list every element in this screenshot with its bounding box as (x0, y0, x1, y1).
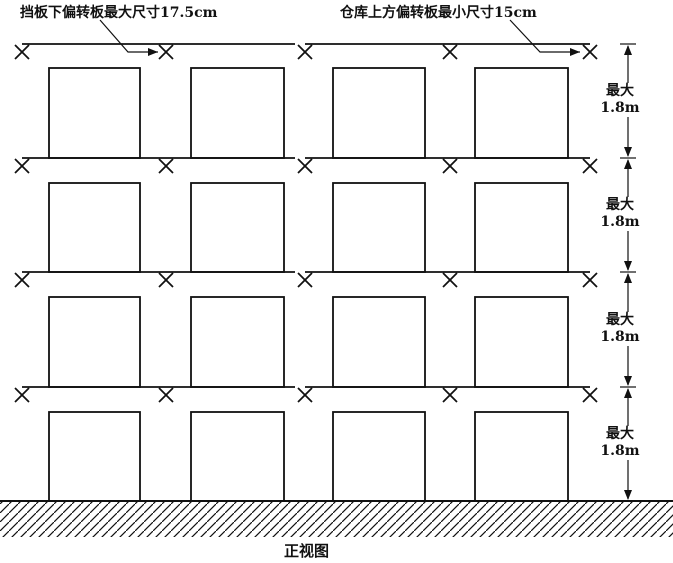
deflector-x-2-2-stroke-b (158, 158, 174, 174)
deflector-x-4-3 (297, 387, 313, 403)
deflector-x-4-5 (582, 387, 598, 403)
deflector-x-1-1 (14, 44, 30, 60)
deflector-x-2-4 (442, 158, 458, 174)
tier-height-label-line2: 1.8m (600, 100, 640, 116)
box-4-4 (474, 411, 569, 502)
box-4-2 (190, 411, 285, 502)
deflector-x-4-1 (14, 387, 30, 403)
deflector-x-3-3 (297, 272, 313, 288)
deflector-x-1-3-stroke-b (297, 44, 313, 60)
dim-arrow-down-2 (624, 261, 632, 271)
deflector-x-2-2 (158, 158, 174, 174)
deflector-x-3-3-stroke-b (297, 272, 313, 288)
box-2-1 (48, 182, 141, 273)
dim-arrow-down-1 (624, 147, 632, 157)
box-4-3 (332, 411, 426, 502)
deflector-x-3-1 (14, 272, 30, 288)
deflector-x-3-2-stroke-b (158, 272, 174, 288)
deflector-x-4-3-stroke-b (297, 387, 313, 403)
tier-height-label-line1: 最大 (606, 197, 634, 213)
tier-height-label-line2: 1.8m (600, 328, 640, 345)
box-3-4 (474, 296, 569, 388)
box-3-2 (190, 296, 285, 388)
box-1-3 (332, 67, 426, 159)
deflector-x-2-5-stroke-b (582, 158, 598, 174)
leader-baffle-arrow (148, 48, 158, 56)
deflector-x-4-2-stroke-b (158, 387, 174, 403)
box-1-2 (190, 67, 285, 159)
box-4-1 (48, 411, 141, 502)
dim-arrow-up-4 (624, 388, 632, 398)
box-1-1 (48, 67, 141, 159)
deflector-x-4-2 (158, 387, 174, 403)
leader-warehouse (509, 19, 580, 53)
box-2-3 (332, 182, 426, 273)
tier-height-label-line1: 最大 (606, 83, 634, 99)
deflector-x-4-4 (442, 387, 458, 403)
deflector-x-2-1-stroke-b (14, 158, 30, 174)
tier-height-label-line1: 最大 (606, 311, 634, 328)
view-caption: 正视图 (284, 542, 330, 560)
baffle-offset-label: 挡板下偏转板最大尺寸17.5cm (20, 5, 218, 21)
deflector-x-4-4-stroke-b (442, 387, 458, 403)
dim-arrow-up-2 (624, 159, 632, 169)
deflector-x-3-4-stroke-b (442, 272, 458, 288)
leader-baffle (99, 19, 158, 53)
deflector-x-3-2 (158, 272, 174, 288)
deflector-x-3-1-stroke-b (14, 272, 30, 288)
deflector-x-2-1 (14, 158, 30, 174)
deflector-x-3-5 (582, 272, 598, 288)
deflector-x-4-5-stroke-b (582, 387, 598, 403)
deflector-x-1-4-stroke-b (442, 44, 458, 60)
deflector-x-2-4-stroke-b (442, 158, 458, 174)
deflector-x-1-2-stroke-b (158, 44, 174, 60)
deflector-x-3-5-stroke-b (582, 272, 598, 288)
dim-arrow-up-3 (624, 273, 632, 283)
deflector-x-2-3 (297, 158, 313, 174)
box-1-4 (474, 67, 569, 159)
box-3-3 (332, 296, 426, 388)
tier-height-label-line2: 1.8m (600, 214, 640, 230)
box-2-2 (190, 182, 285, 273)
warehouse-offset-label: 仓库上方偏转板最小尺寸15cm (340, 5, 537, 21)
tier-height-label-line2: 1.8m (600, 443, 640, 459)
deflector-x-1-2 (158, 44, 174, 60)
deflector-x-4-1-stroke-b (14, 387, 30, 403)
deflector-x-1-5-stroke-b (582, 44, 598, 60)
leader-warehouse-arrow (570, 48, 580, 56)
deflector-x-1-1-stroke-b (14, 44, 30, 60)
box-3-1 (48, 296, 141, 388)
deflector-x-3-4 (442, 272, 458, 288)
deflector-x-1-3 (297, 44, 313, 60)
deflector-x-1-4 (442, 44, 458, 60)
ground-hatch (0, 501, 673, 537)
deflector-x-2-5 (582, 158, 598, 174)
dim-arrow-down-3 (624, 376, 632, 386)
dim-arrow-down-4 (624, 490, 632, 500)
deflector-x-2-3-stroke-b (297, 158, 313, 174)
dim-arrow-up-1 (624, 45, 632, 55)
tier-height-label-line1: 最大 (606, 426, 634, 442)
deflector-x-1-5 (582, 44, 598, 60)
box-2-4 (474, 182, 569, 273)
